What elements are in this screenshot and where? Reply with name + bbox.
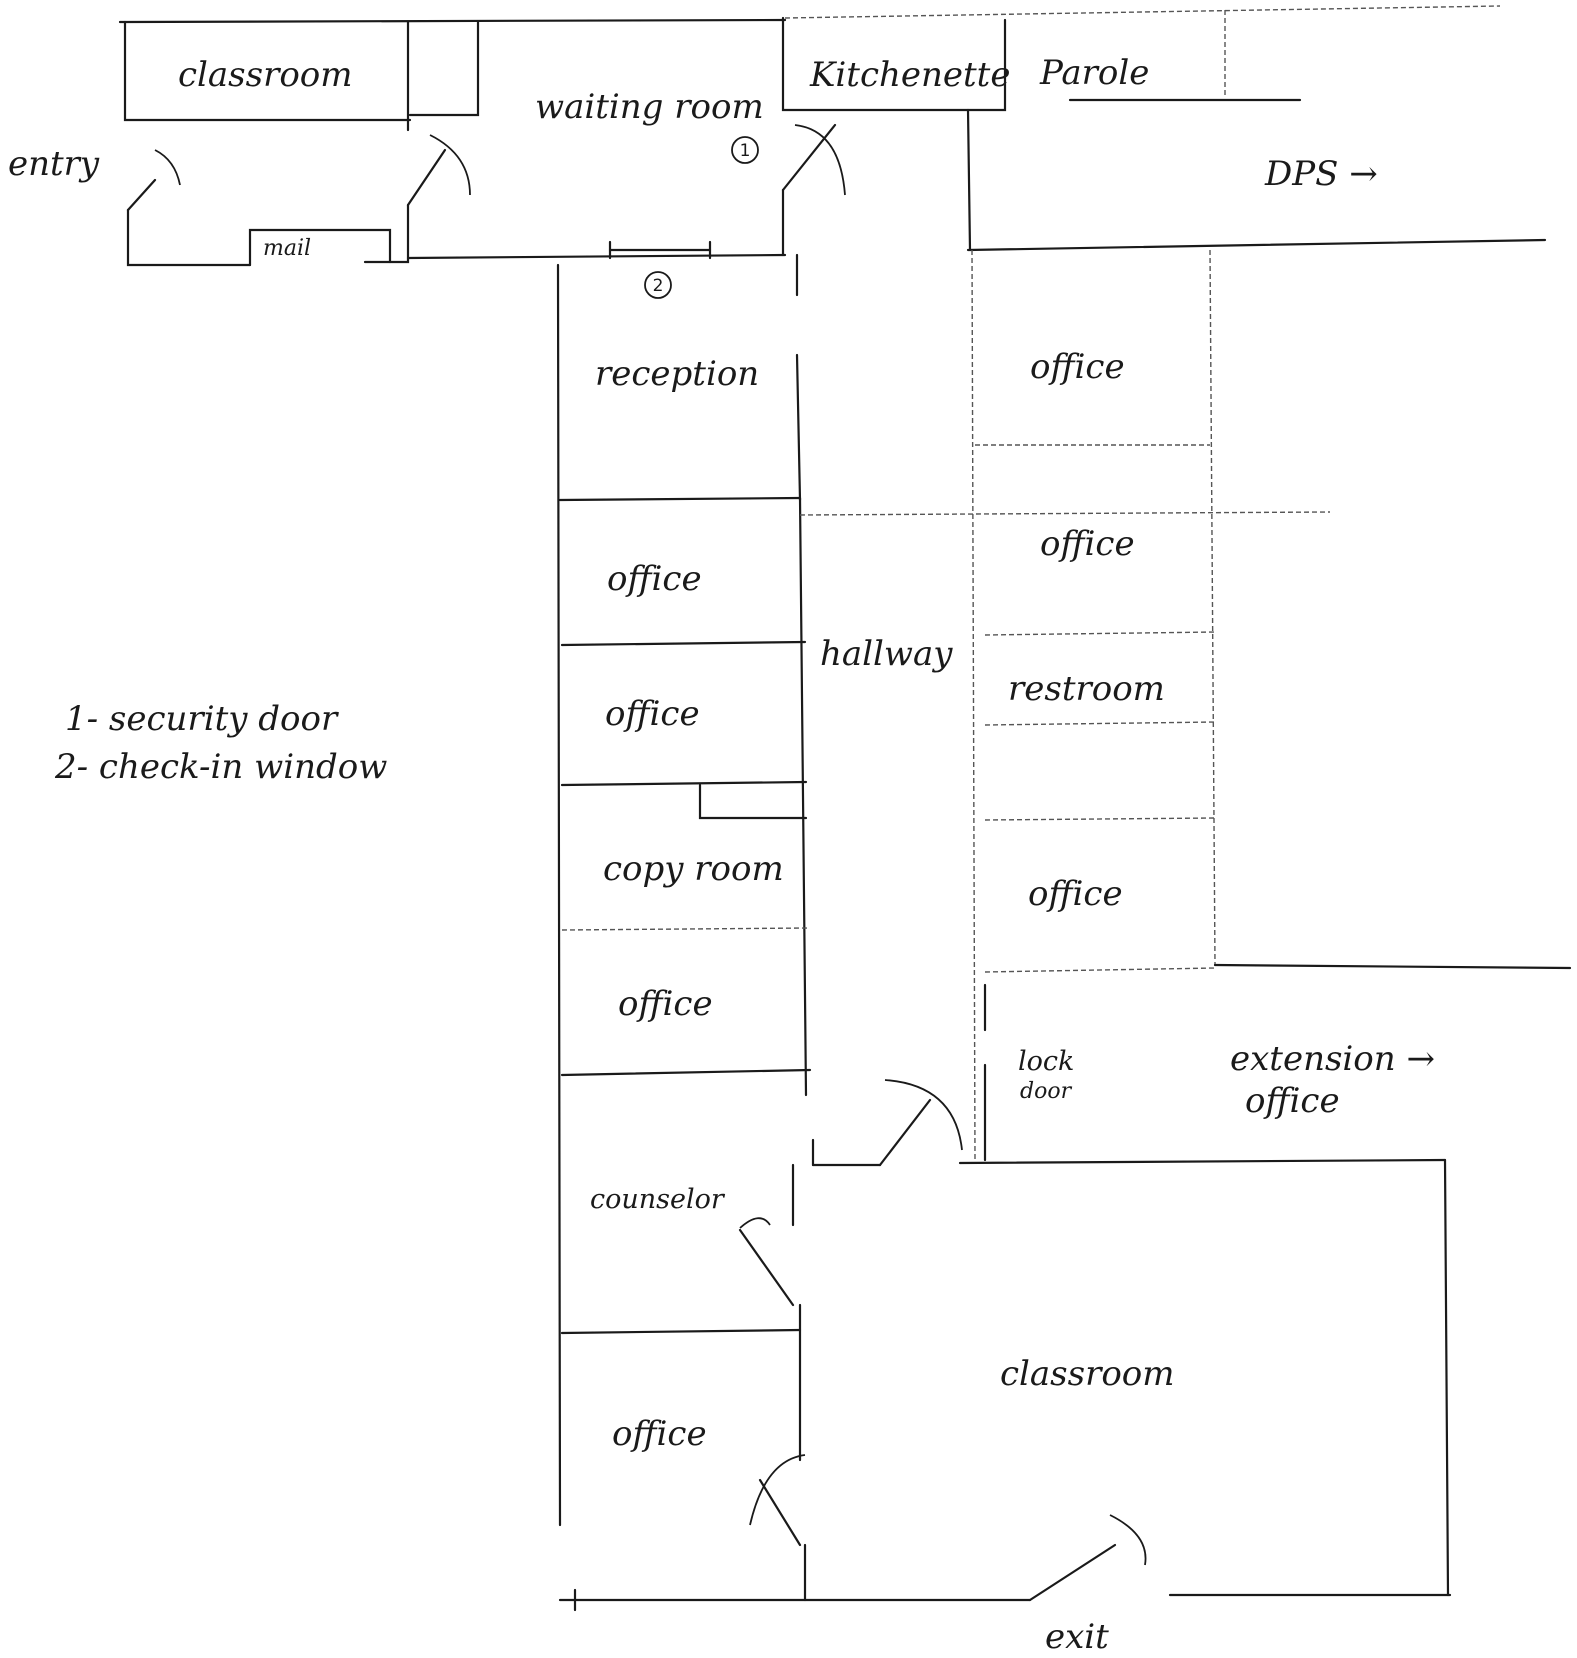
office-left-4-label: office <box>612 1414 707 1454</box>
parole-label: Parole <box>1039 53 1149 93</box>
legend-check-in-window: 2- check-in window <box>54 747 387 787</box>
classroom-top-label: classroom <box>178 55 353 95</box>
kitchenette-label: Kitchenette <box>809 55 1010 95</box>
waiting-room-label: waiting room <box>535 87 764 127</box>
check-in-window <box>608 240 712 260</box>
copy-room-label: copy room <box>603 849 784 889</box>
marker-one-label: 1 <box>740 141 751 161</box>
office-left-3-label: office <box>618 984 713 1024</box>
office-right-2-label: office <box>1040 524 1135 564</box>
legend-security-door: 1- security door <box>65 699 339 739</box>
marker-two-label: 2 <box>653 276 664 296</box>
office-left-2-label: office <box>605 694 700 734</box>
walls <box>118 5 1572 1612</box>
lock-door-label-line2: door <box>1020 1079 1073 1104</box>
security-door-marker: 1 <box>731 136 759 164</box>
exit-label: exit <box>1045 1617 1109 1657</box>
hallway-label: hallway <box>820 634 953 674</box>
room-labels: classroom waiting room Kitchenette Parol… <box>8 53 1435 1657</box>
counselor-label: counselor <box>590 1184 726 1215</box>
office-left-1-label: office <box>607 559 702 599</box>
restroom-label: restroom <box>1008 669 1165 709</box>
lock-door-label-line1: lock <box>1018 1046 1074 1077</box>
extension-office-label-line1: extension → <box>1230 1039 1435 1079</box>
office-right-3-label: office <box>1028 874 1123 914</box>
mail-label: mail <box>263 236 311 261</box>
classroom-bottom-label: classroom <box>1000 1354 1175 1394</box>
reception-label: reception <box>595 354 759 394</box>
check-in-window-marker: 2 <box>644 271 672 299</box>
extension-office-label-line2: office <box>1245 1081 1340 1121</box>
entry-label: entry <box>8 144 100 184</box>
door-swings <box>126 123 1147 1602</box>
office-right-1-label: office <box>1030 347 1125 387</box>
legend: 1- security door 2- check-in window <box>54 699 387 787</box>
dps-label: DPS → <box>1264 154 1378 194</box>
